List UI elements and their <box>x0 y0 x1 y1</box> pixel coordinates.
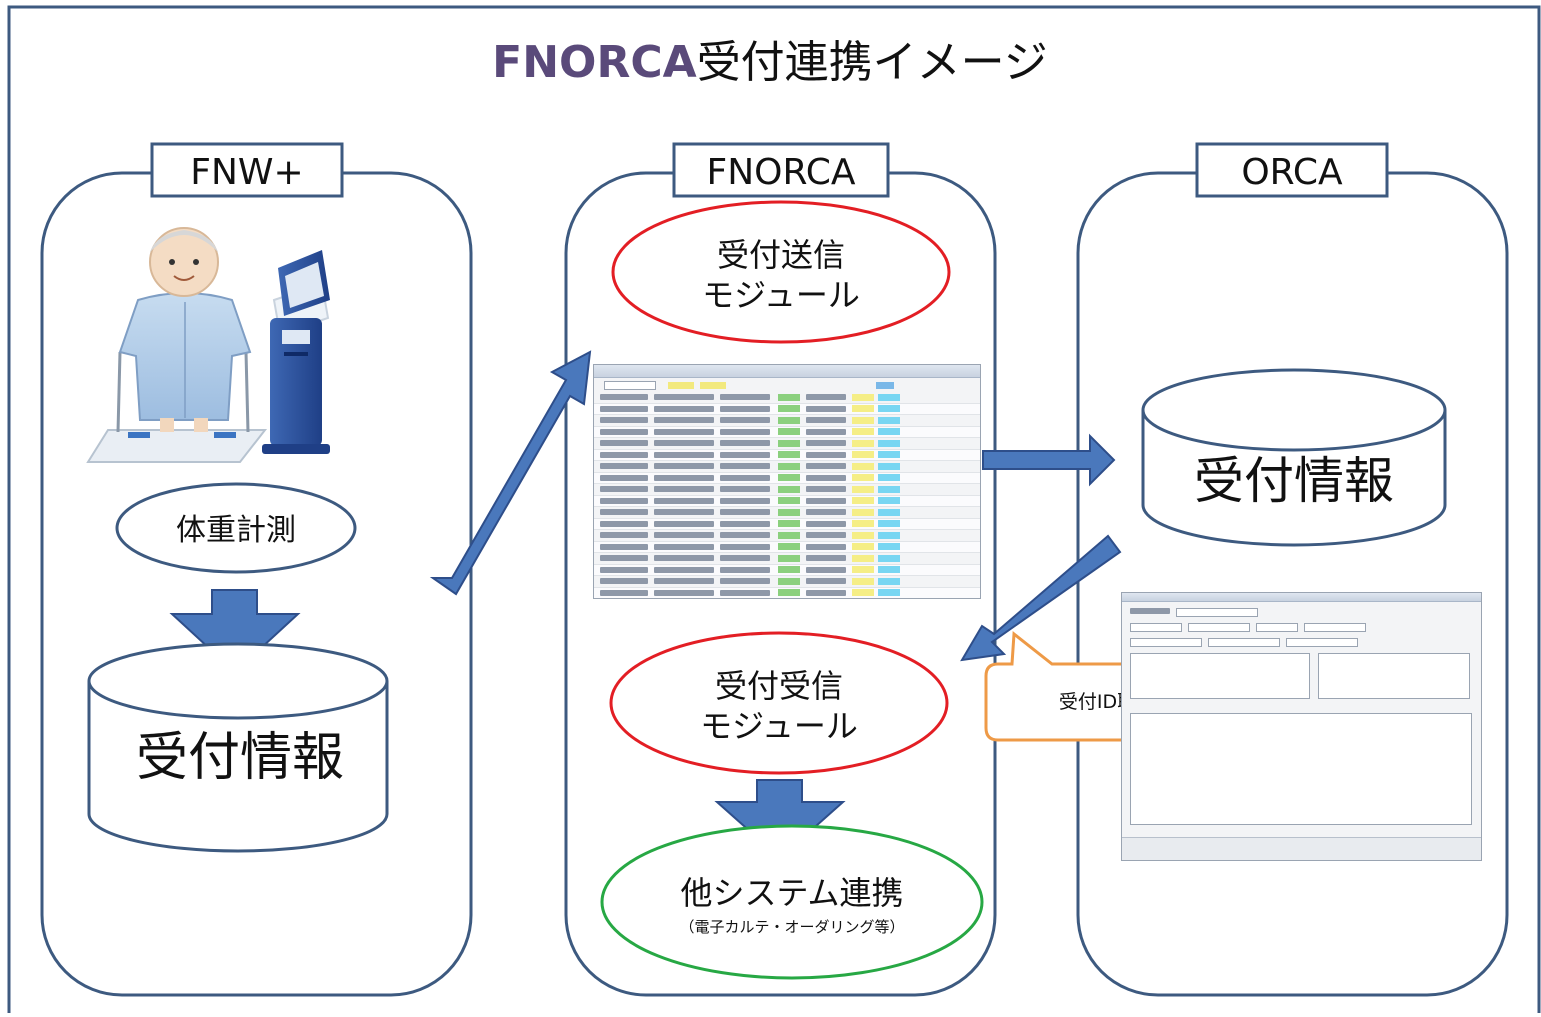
fnw-label: FNW+ <box>190 152 303 193</box>
fnw-label-box <box>150 142 344 198</box>
orca-database <box>1141 368 1447 547</box>
fnw-database <box>87 642 389 853</box>
fnorca-screenshot-rows <box>594 392 980 598</box>
orca-screenshot-form <box>1122 602 1481 831</box>
fnw-database-label: 受付情報 <box>136 728 344 788</box>
page-title: FNORCA受付連携イメージ <box>492 37 1048 88</box>
orca-database-label: 受付情報 <box>1194 452 1394 510</box>
orca-label-box <box>1195 142 1389 198</box>
weight-measure-label: 体重計測 <box>176 513 296 548</box>
recv-module-node <box>609 631 949 775</box>
other-system-sublabel: （電子カルテ・オーダリング等） <box>679 918 904 936</box>
fnorca-to-orca-arrow <box>982 433 1116 487</box>
recv-module-label-line1: 受付受信 <box>715 667 843 705</box>
orca-label: ORCA <box>1241 152 1343 193</box>
fnw-to-fnorca-arrow <box>429 350 592 596</box>
fnorca-screenshot-toolbar <box>594 378 980 392</box>
kiosk-terminal-illustration <box>262 250 330 454</box>
fnorca-label-box <box>672 142 890 198</box>
other-system-label: 他システム連携 <box>680 874 903 912</box>
orca-to-recv-arrow <box>960 534 1122 662</box>
fnw-down-arrow <box>169 589 301 674</box>
fnw-panel <box>40 171 473 997</box>
orca-screenshot-footer <box>1122 837 1481 860</box>
orca-panel <box>1076 171 1509 997</box>
send-module-node <box>611 200 951 344</box>
recv-module-label-line2: モジュール <box>700 707 858 745</box>
orca-screenshot-thumbnail <box>1121 592 1482 861</box>
orca-screenshot-titlebar <box>1122 593 1481 602</box>
send-module-label-line2: モジュール <box>702 276 860 314</box>
patient-scale-illustration <box>86 227 268 463</box>
weight-measure-node <box>115 482 357 574</box>
send-module-label-line1: 受付送信 <box>717 236 845 274</box>
fnorca-screenshot-thumbnail <box>593 364 981 599</box>
fnorca-label: FNORCA <box>707 152 856 193</box>
outer-frame <box>7 5 1541 1017</box>
fnorca-screenshot-titlebar <box>594 365 980 378</box>
other-system-node <box>600 824 984 980</box>
